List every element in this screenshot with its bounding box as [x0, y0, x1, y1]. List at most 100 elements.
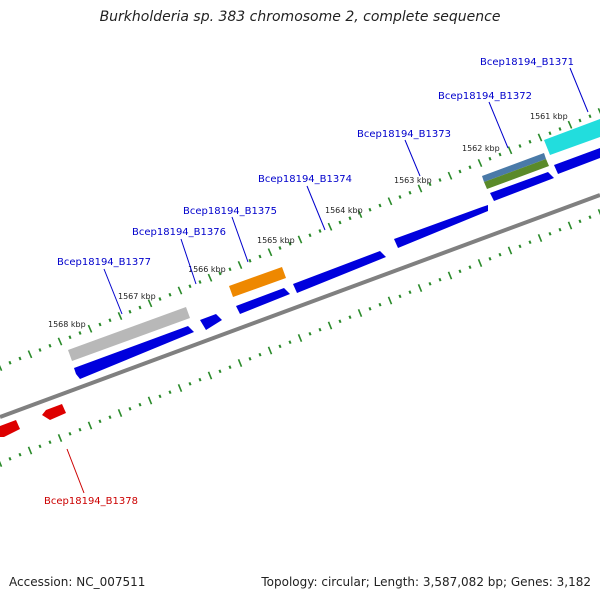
gene-label[interactable]: Bcep18194_B1376 [132, 227, 226, 238]
minor-tick [518, 244, 522, 249]
gene-b1373 [394, 205, 488, 248]
accession-text: Accession: NC_007511 [9, 575, 146, 589]
minor-tick [378, 302, 382, 307]
minor-tick [578, 219, 582, 224]
major-tick [597, 208, 600, 216]
gene-leader-line [404, 139, 421, 177]
map-title: Burkholderia sp. 383 chromosome 2, compl… [99, 9, 501, 25]
minor-tick [68, 335, 72, 340]
kbp-label: 1564 kbp [325, 206, 363, 215]
minor-tick [498, 252, 502, 257]
gene-b1371 [554, 148, 600, 174]
minor-tick [288, 340, 292, 344]
major-tick [417, 184, 423, 193]
gene-label[interactable]: Bcep18194_B1373 [357, 129, 451, 140]
minor-tick [198, 377, 202, 382]
feature-gray [68, 307, 190, 361]
major-tick [297, 333, 303, 343]
feature-steelblue [482, 153, 546, 182]
minor-tick [558, 227, 562, 232]
major-tick [57, 337, 63, 346]
minor-tick [188, 284, 192, 289]
minor-tick [258, 352, 262, 357]
major-tick [417, 283, 423, 293]
minor-tick [438, 178, 442, 182]
minor-tick [488, 156, 492, 161]
gene-left-partial [0, 420, 20, 437]
major-tick [357, 209, 363, 219]
minor-tick [498, 152, 502, 157]
minor-tick [108, 415, 112, 419]
minor-tick [408, 190, 412, 195]
backbone-line [0, 193, 600, 419]
major-tick [537, 133, 543, 142]
minor-tick [548, 232, 552, 236]
minor-tick [258, 254, 262, 259]
kbp-label: 1565 kbp [257, 236, 295, 245]
gene-label[interactable]: Bcep18194_B1374 [258, 174, 352, 185]
major-tick [87, 421, 93, 430]
minor-tick [588, 215, 592, 219]
minor-tick [38, 348, 42, 352]
minor-tick [18, 452, 22, 457]
major-tick [507, 146, 513, 155]
gene-leader-line [569, 67, 589, 113]
kbp-label: 1566 kbp [188, 265, 226, 274]
minor-tick [368, 207, 372, 212]
major-tick [507, 246, 513, 255]
minor-tick [528, 139, 532, 144]
major-tick [57, 433, 63, 443]
major-tick [567, 120, 573, 129]
gene-label[interactable]: Bcep18194_B1375 [183, 206, 277, 217]
topology-text: Topology: circular; Length: 3,587,082 bp… [261, 575, 591, 589]
kbp-label: 1568 kbp [48, 320, 86, 329]
minor-tick [338, 220, 342, 225]
minor-tick [48, 440, 52, 444]
major-tick [147, 299, 153, 308]
major-tick [0, 460, 3, 468]
minor-tick [68, 432, 72, 436]
major-tick [87, 324, 93, 333]
major-tick [477, 158, 483, 168]
gene-label[interactable]: Bcep18194_B1377 [57, 257, 151, 268]
gene-b1374 [293, 251, 386, 293]
minor-tick [128, 407, 132, 411]
inner-tick-ring [0, 208, 600, 468]
minor-tick [198, 280, 202, 284]
gene-b1376 [200, 314, 222, 330]
minor-tick [78, 427, 82, 432]
minor-tick [98, 419, 102, 424]
minor-tick [318, 229, 322, 233]
minor-tick [168, 292, 172, 297]
minor-tick [218, 271, 222, 276]
major-tick [207, 371, 213, 380]
kbp-label: 1563 kbp [394, 176, 432, 185]
major-tick [567, 221, 573, 230]
major-tick [327, 222, 333, 231]
minor-tick [408, 290, 412, 294]
kbp-label: 1562 kbp [462, 144, 500, 153]
minor-tick [428, 282, 432, 286]
minor-tick [78, 331, 82, 335]
major-tick [117, 311, 123, 321]
gene-label[interactable]: Bcep18194_B1372 [438, 91, 532, 102]
forward-genes [74, 148, 600, 379]
major-tick [327, 321, 333, 330]
gene-label[interactable]: Bcep18194_B1378 [44, 496, 138, 507]
feature-orange [229, 267, 286, 297]
major-tick [177, 286, 183, 295]
minor-tick [188, 382, 192, 386]
gene-leader-line [180, 238, 197, 285]
minor-tick [98, 322, 102, 327]
major-tick [27, 350, 33, 359]
gene-label[interactable]: Bcep18194_B1371 [480, 57, 574, 68]
minor-tick [398, 294, 402, 299]
feature-olive [484, 159, 549, 189]
minor-tick [368, 307, 372, 311]
gene-leader-line [66, 448, 85, 494]
kbp-label: 1567 kbp [118, 292, 156, 301]
kbp-labels: 1568 kbp 1567 kbp 1566 kbp 1565 kbp 1564 kbp… [48, 112, 568, 329]
minor-tick [228, 365, 232, 369]
minor-tick [318, 327, 322, 332]
